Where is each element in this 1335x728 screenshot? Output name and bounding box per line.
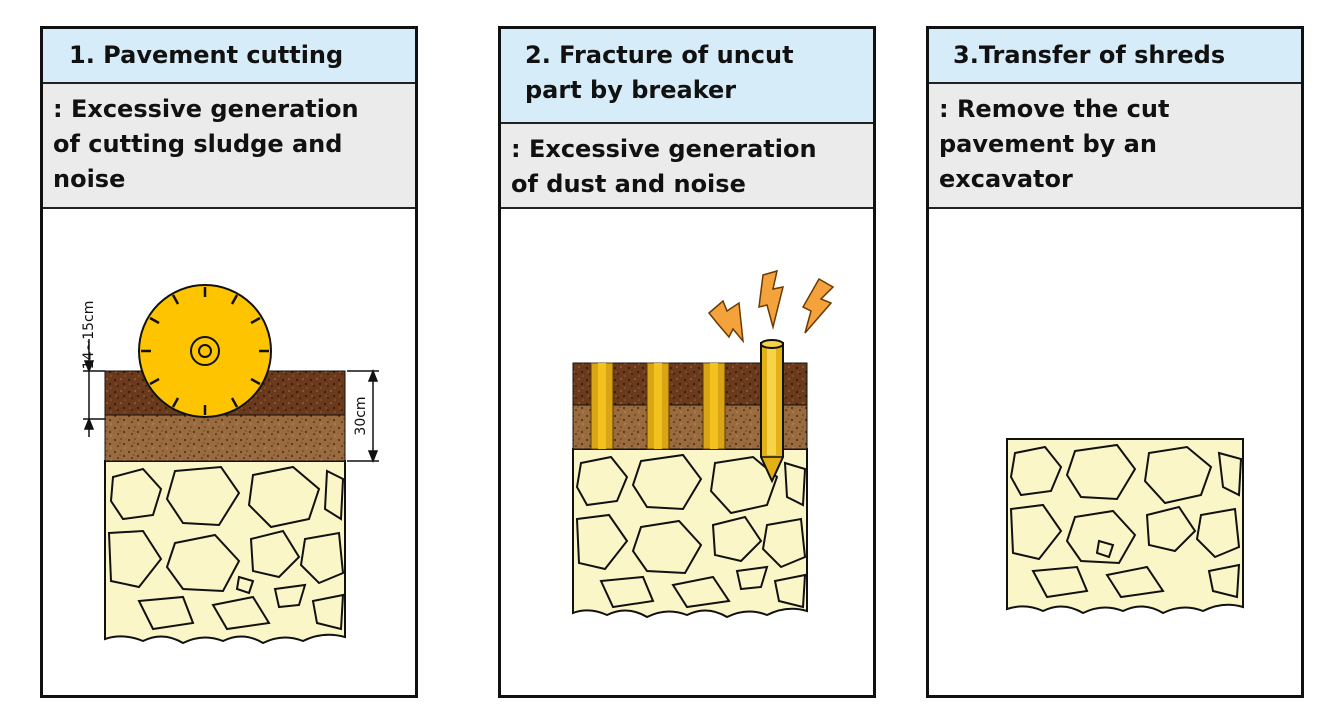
cut-depth-label: 14~15cm — [81, 301, 97, 370]
panel-transfer-of-shreds: 3.Transfer of shreds : Remove the cut pa… — [926, 26, 1304, 698]
breaker-illustration — [572, 269, 835, 619]
cut-depth-dimension — [83, 339, 105, 437]
panel-description: : Remove the cut pavement by an excavato… — [929, 84, 1301, 209]
pavement-cutting-illustration: 14~15cm 30cm — [81, 284, 379, 645]
cut-grooves — [590, 362, 726, 450]
panel-description: : Excessive generation of cutting sludge… — [43, 84, 415, 209]
shreds-removed-illustration — [1006, 438, 1244, 615]
panel-pavement-cutting: 1. Pavement cutting : Excessive generati… — [40, 26, 418, 698]
cutting-blade-icon — [138, 284, 272, 418]
panel-title: 2. Fracture of uncut part by breaker — [501, 29, 873, 124]
base-soil — [1006, 438, 1244, 615]
spark-icon — [707, 269, 835, 344]
panel-title: 1. Pavement cutting — [43, 29, 415, 84]
breaker-chisel-icon — [760, 339, 784, 484]
panel-fracture-by-breaker: 2. Fracture of uncut part by breaker : E… — [498, 26, 876, 698]
pavement-depth-label: 30cm — [353, 396, 369, 435]
panel-description: : Excessive generation of dust and noise — [501, 124, 873, 209]
pavement-depth-dimension — [347, 368, 379, 464]
panel-title: 3.Transfer of shreds — [929, 29, 1301, 84]
base-soil — [104, 460, 346, 645]
base-soil — [572, 448, 808, 619]
